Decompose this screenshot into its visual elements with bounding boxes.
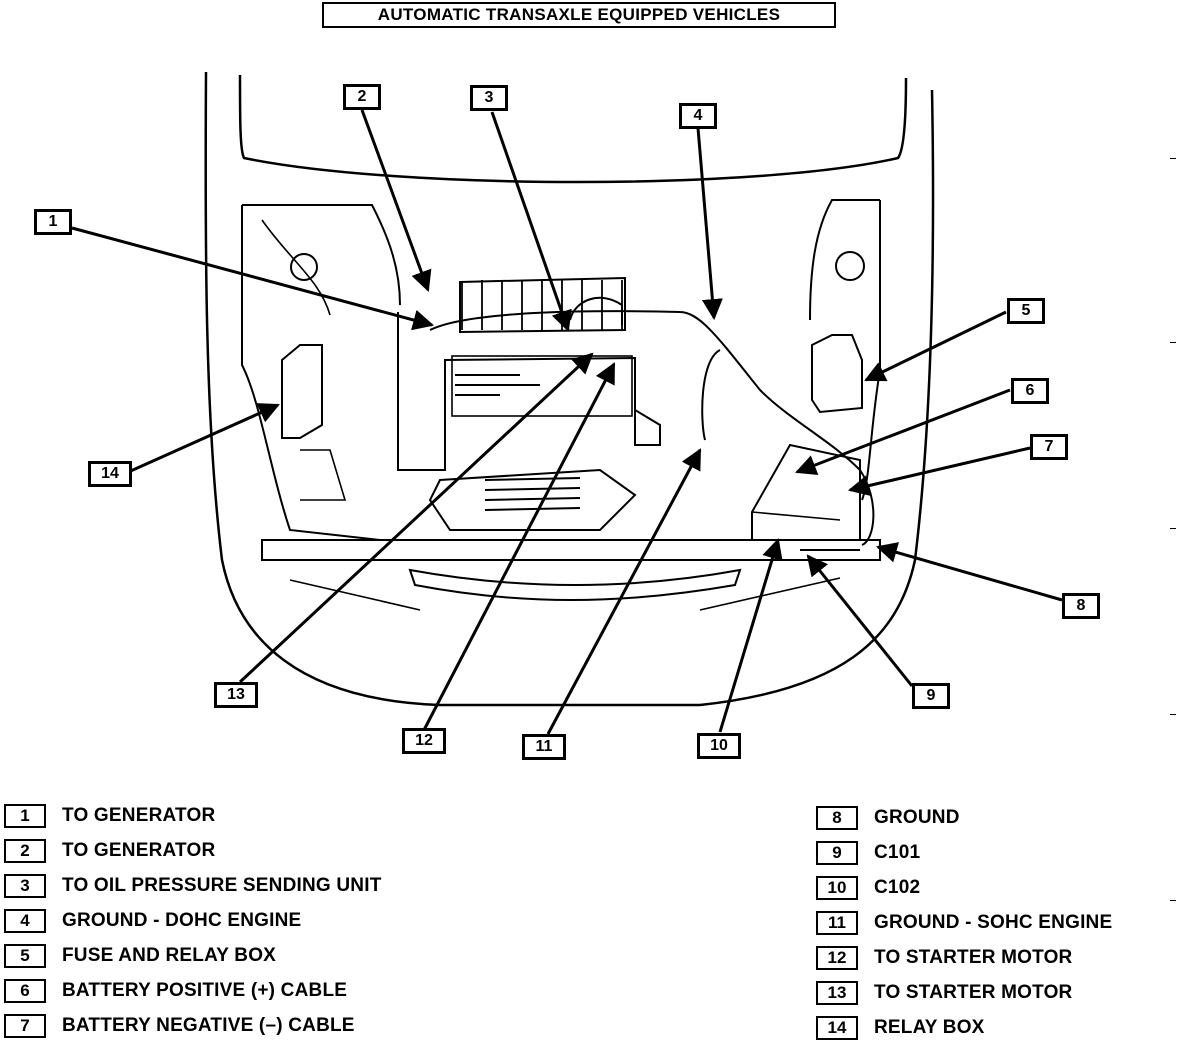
legend-item: 8 GROUND — [816, 806, 1186, 841]
margin-tick — [1170, 714, 1176, 715]
callout-9: 9 — [912, 683, 950, 709]
callout-3: 3 — [470, 85, 508, 111]
legend-text: GROUND - DOHC ENGINE — [62, 910, 302, 931]
legend-text: C102 — [874, 877, 921, 898]
margin-tick — [1170, 528, 1176, 529]
callout-2: 2 — [343, 84, 381, 110]
page-title: AUTOMATIC TRANSAXLE EQUIPPED VEHICLES — [322, 2, 836, 28]
callout-4: 4 — [679, 103, 717, 129]
legend-number: 4 — [4, 909, 46, 933]
legend-number: 12 — [816, 946, 858, 970]
legend-number: 7 — [4, 1014, 46, 1038]
legend-number: 14 — [816, 1016, 858, 1040]
callout-5: 5 — [1007, 298, 1045, 324]
legend-number: 8 — [816, 806, 858, 830]
legend-number: 10 — [816, 876, 858, 900]
margin-tick — [1170, 900, 1176, 901]
legend-number: 2 — [4, 839, 46, 863]
callout-8: 8 — [1062, 593, 1100, 619]
legend-number: 9 — [816, 841, 858, 865]
legend-text: C101 — [874, 842, 921, 863]
legend-text: TO OIL PRESSURE SENDING UNIT — [62, 875, 382, 896]
legend-text: TO GENERATOR — [62, 840, 216, 861]
legend-left: 1 TO GENERATOR 2 TO GENERATOR 3 TO OIL PRES… — [4, 804, 444, 1049]
legend-item: 14 RELAY BOX — [816, 1016, 1186, 1051]
callout-11: 11 — [522, 734, 566, 760]
margin-tick — [1170, 158, 1176, 159]
legend-number: 3 — [4, 874, 46, 898]
legend-item: 1 TO GENERATOR — [4, 804, 444, 839]
legend-item: 6 BATTERY POSITIVE (+) CABLE — [4, 979, 444, 1014]
callout-7: 7 — [1030, 434, 1068, 460]
legend-item: 12 TO STARTER MOTOR — [816, 946, 1186, 981]
legend-right: 8 GROUND 9 C101 10 C102 11 GROUND - SOHC ENG… — [816, 806, 1186, 1051]
legend-text: RELAY BOX — [874, 1017, 985, 1038]
legend-number: 13 — [816, 981, 858, 1005]
legend-item: 7 BATTERY NEGATIVE (–) CABLE — [4, 1014, 444, 1049]
legend-text: TO STARTER MOTOR — [874, 982, 1073, 1003]
legend-item: 10 C102 — [816, 876, 1186, 911]
legend-text: BATTERY NEGATIVE (–) CABLE — [62, 1015, 355, 1036]
legend-text: TO GENERATOR — [62, 805, 216, 826]
callout-13: 13 — [214, 682, 258, 708]
legend-item: 9 C101 — [816, 841, 1186, 876]
legend-item: 2 TO GENERATOR — [4, 839, 444, 874]
callout-10: 10 — [697, 733, 741, 759]
callout-14: 14 — [88, 461, 132, 487]
legend-text: TO STARTER MOTOR — [874, 947, 1073, 968]
legend-text: BATTERY POSITIVE (+) CABLE — [62, 980, 348, 1001]
vehicle-outline — [204, 71, 935, 707]
legend-text: GROUND - SOHC ENGINE — [874, 912, 1113, 933]
margin-tick — [1170, 342, 1176, 343]
legend-number: 5 — [4, 944, 46, 968]
callout-12: 12 — [402, 728, 446, 754]
legend-item: 4 GROUND - DOHC ENGINE — [4, 909, 444, 944]
legend-text: FUSE AND RELAY BOX — [62, 945, 277, 966]
legend-item: 3 TO OIL PRESSURE SENDING UNIT — [4, 874, 444, 909]
legend-item: 11 GROUND - SOHC ENGINE — [816, 911, 1186, 946]
legend-number: 1 — [4, 804, 46, 828]
callout-1: 1 — [34, 209, 72, 235]
legend-number: 6 — [4, 979, 46, 1003]
legend-number: 11 — [816, 911, 858, 935]
callout-leaders — [71, 109, 1063, 735]
legend-item: 13 TO STARTER MOTOR — [816, 981, 1186, 1016]
legend-item: 5 FUSE AND RELAY BOX — [4, 944, 444, 979]
callout-6: 6 — [1011, 378, 1049, 404]
legend-text: GROUND — [874, 807, 960, 828]
